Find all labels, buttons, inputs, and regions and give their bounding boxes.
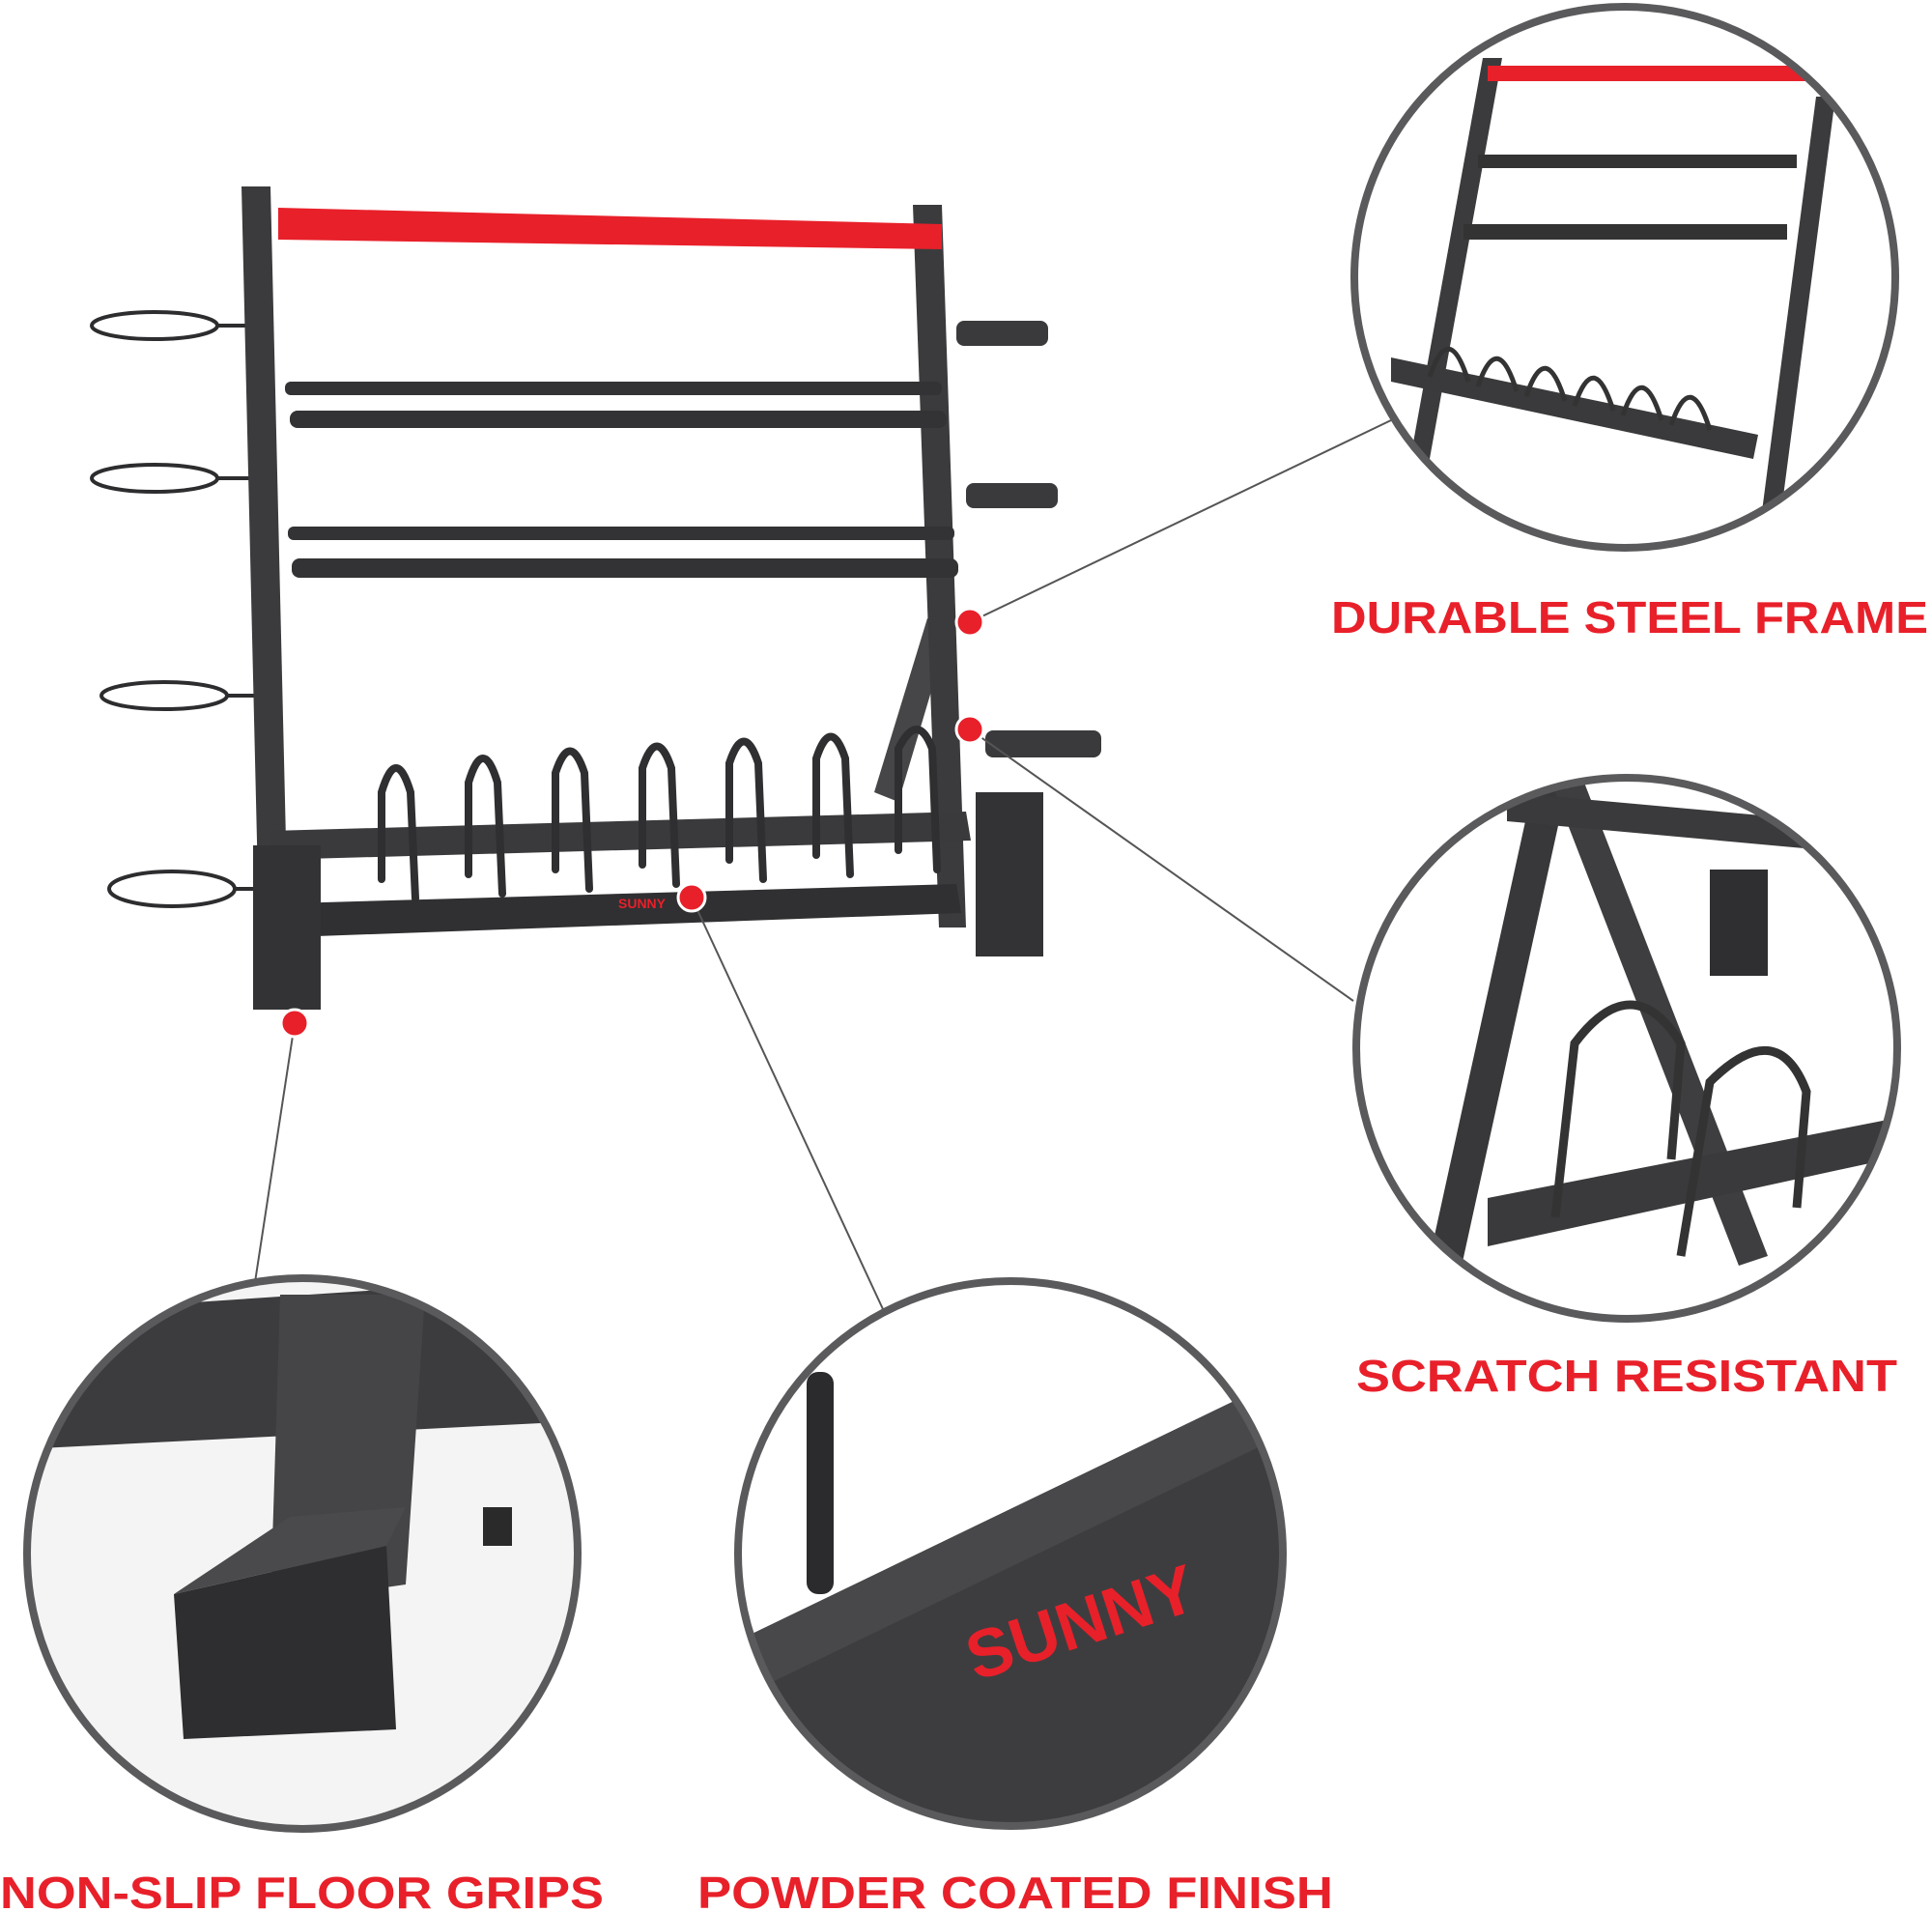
feature-label-powder-coated-finish: POWDER COATED FINISH <box>697 1868 1333 1912</box>
feature-label-scratch-resistant: SCRATCH RESISTANT <box>1356 1351 1897 1401</box>
storage-rack: SUNNY <box>90 186 1101 1010</box>
detail-circle-border <box>1350 3 1899 552</box>
detail-frame-closeup <box>1356 9 1893 546</box>
feature-label-non-slip-floor-grips: NON-SLIP FLOOR GRIPS <box>0 1868 604 1912</box>
callout-lines <box>254 419 1392 1310</box>
detail-scratch-closeup <box>1358 780 1895 1317</box>
detail-circle-border <box>1352 774 1901 1323</box>
detail-powder-coat-closeup: SUNNY <box>740 1283 1281 1824</box>
feature-label-durable-steel-frame: DURABLE STEEL FRAME <box>1331 592 1928 642</box>
callout-dots <box>279 607 985 1039</box>
ball-ring-holders <box>90 310 263 908</box>
red-top-bar <box>278 208 942 249</box>
sunny-logo: SUNNY <box>618 896 667 911</box>
detail-circle-border <box>734 1277 1287 1830</box>
detail-circle-border <box>23 1274 582 1833</box>
detail-floor-grips-closeup <box>28 1279 577 1828</box>
